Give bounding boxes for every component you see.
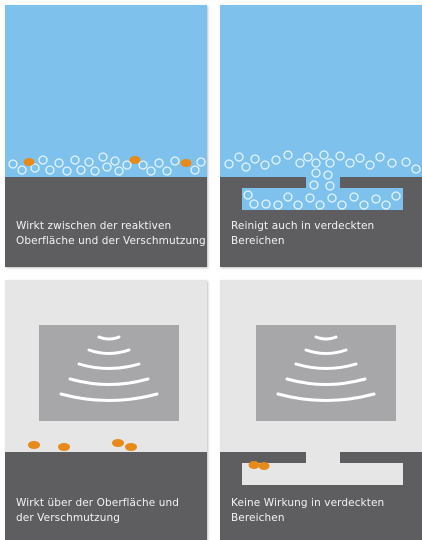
caption-line: der Verschmutzung (16, 511, 179, 526)
cavity-opening (306, 448, 340, 472)
caption-line: Bereichen (231, 511, 384, 526)
dirt-particle-icon (112, 439, 124, 447)
caption-line: Oberfläche und der Verschmutzung (16, 234, 206, 249)
dirt-particle-icon (24, 158, 35, 166)
dirt-particle-icon (259, 462, 270, 470)
liquid-area (5, 5, 207, 177)
dirt-particle-icon (249, 461, 260, 469)
caption-line: Wirkt zwischen der reaktiven (16, 219, 206, 234)
caption: Keine Wirkung in verdeckten Bereichen (231, 496, 384, 526)
ground-lip (276, 452, 306, 463)
ground-lip (276, 177, 306, 188)
panel-ultrasound-surface: Wirkt über der Oberfläche und der Versch… (5, 280, 207, 540)
caption-line: Reinigt auch in verdeckten (231, 219, 374, 234)
panel-ultrasound-hidden-areas: Keine Wirkung in verdeckten Bereichen (220, 280, 422, 540)
dirt-particle-icon (130, 156, 141, 164)
caption: Wirkt über der Oberfläche und der Versch… (16, 496, 179, 526)
caption: Reinigt auch in verdeckten Bereichen (231, 219, 374, 249)
caption-line: Keine Wirkung in verdeckten (231, 496, 384, 511)
liquid-area (220, 5, 422, 177)
dirt-particle-icon (125, 443, 137, 451)
ground-lip (340, 452, 372, 463)
cavity-opening (306, 173, 340, 197)
panel-liquid-surface-cleaning: Wirkt zwischen der reaktiven Oberfläche … (5, 5, 207, 267)
panel-liquid-hidden-areas: Reinigt auch in verdeckten Bereichen (220, 5, 422, 267)
caption-line: Bereichen (231, 234, 374, 249)
caption: Wirkt zwischen der reaktiven Oberfläche … (16, 219, 206, 249)
dirt-particle-icon (181, 159, 192, 167)
ground-lip (340, 177, 372, 188)
dirt-particle-icon (58, 443, 70, 451)
caption-line: Wirkt über der Oberfläche und (16, 496, 179, 511)
dirt-particle-icon (28, 441, 40, 449)
